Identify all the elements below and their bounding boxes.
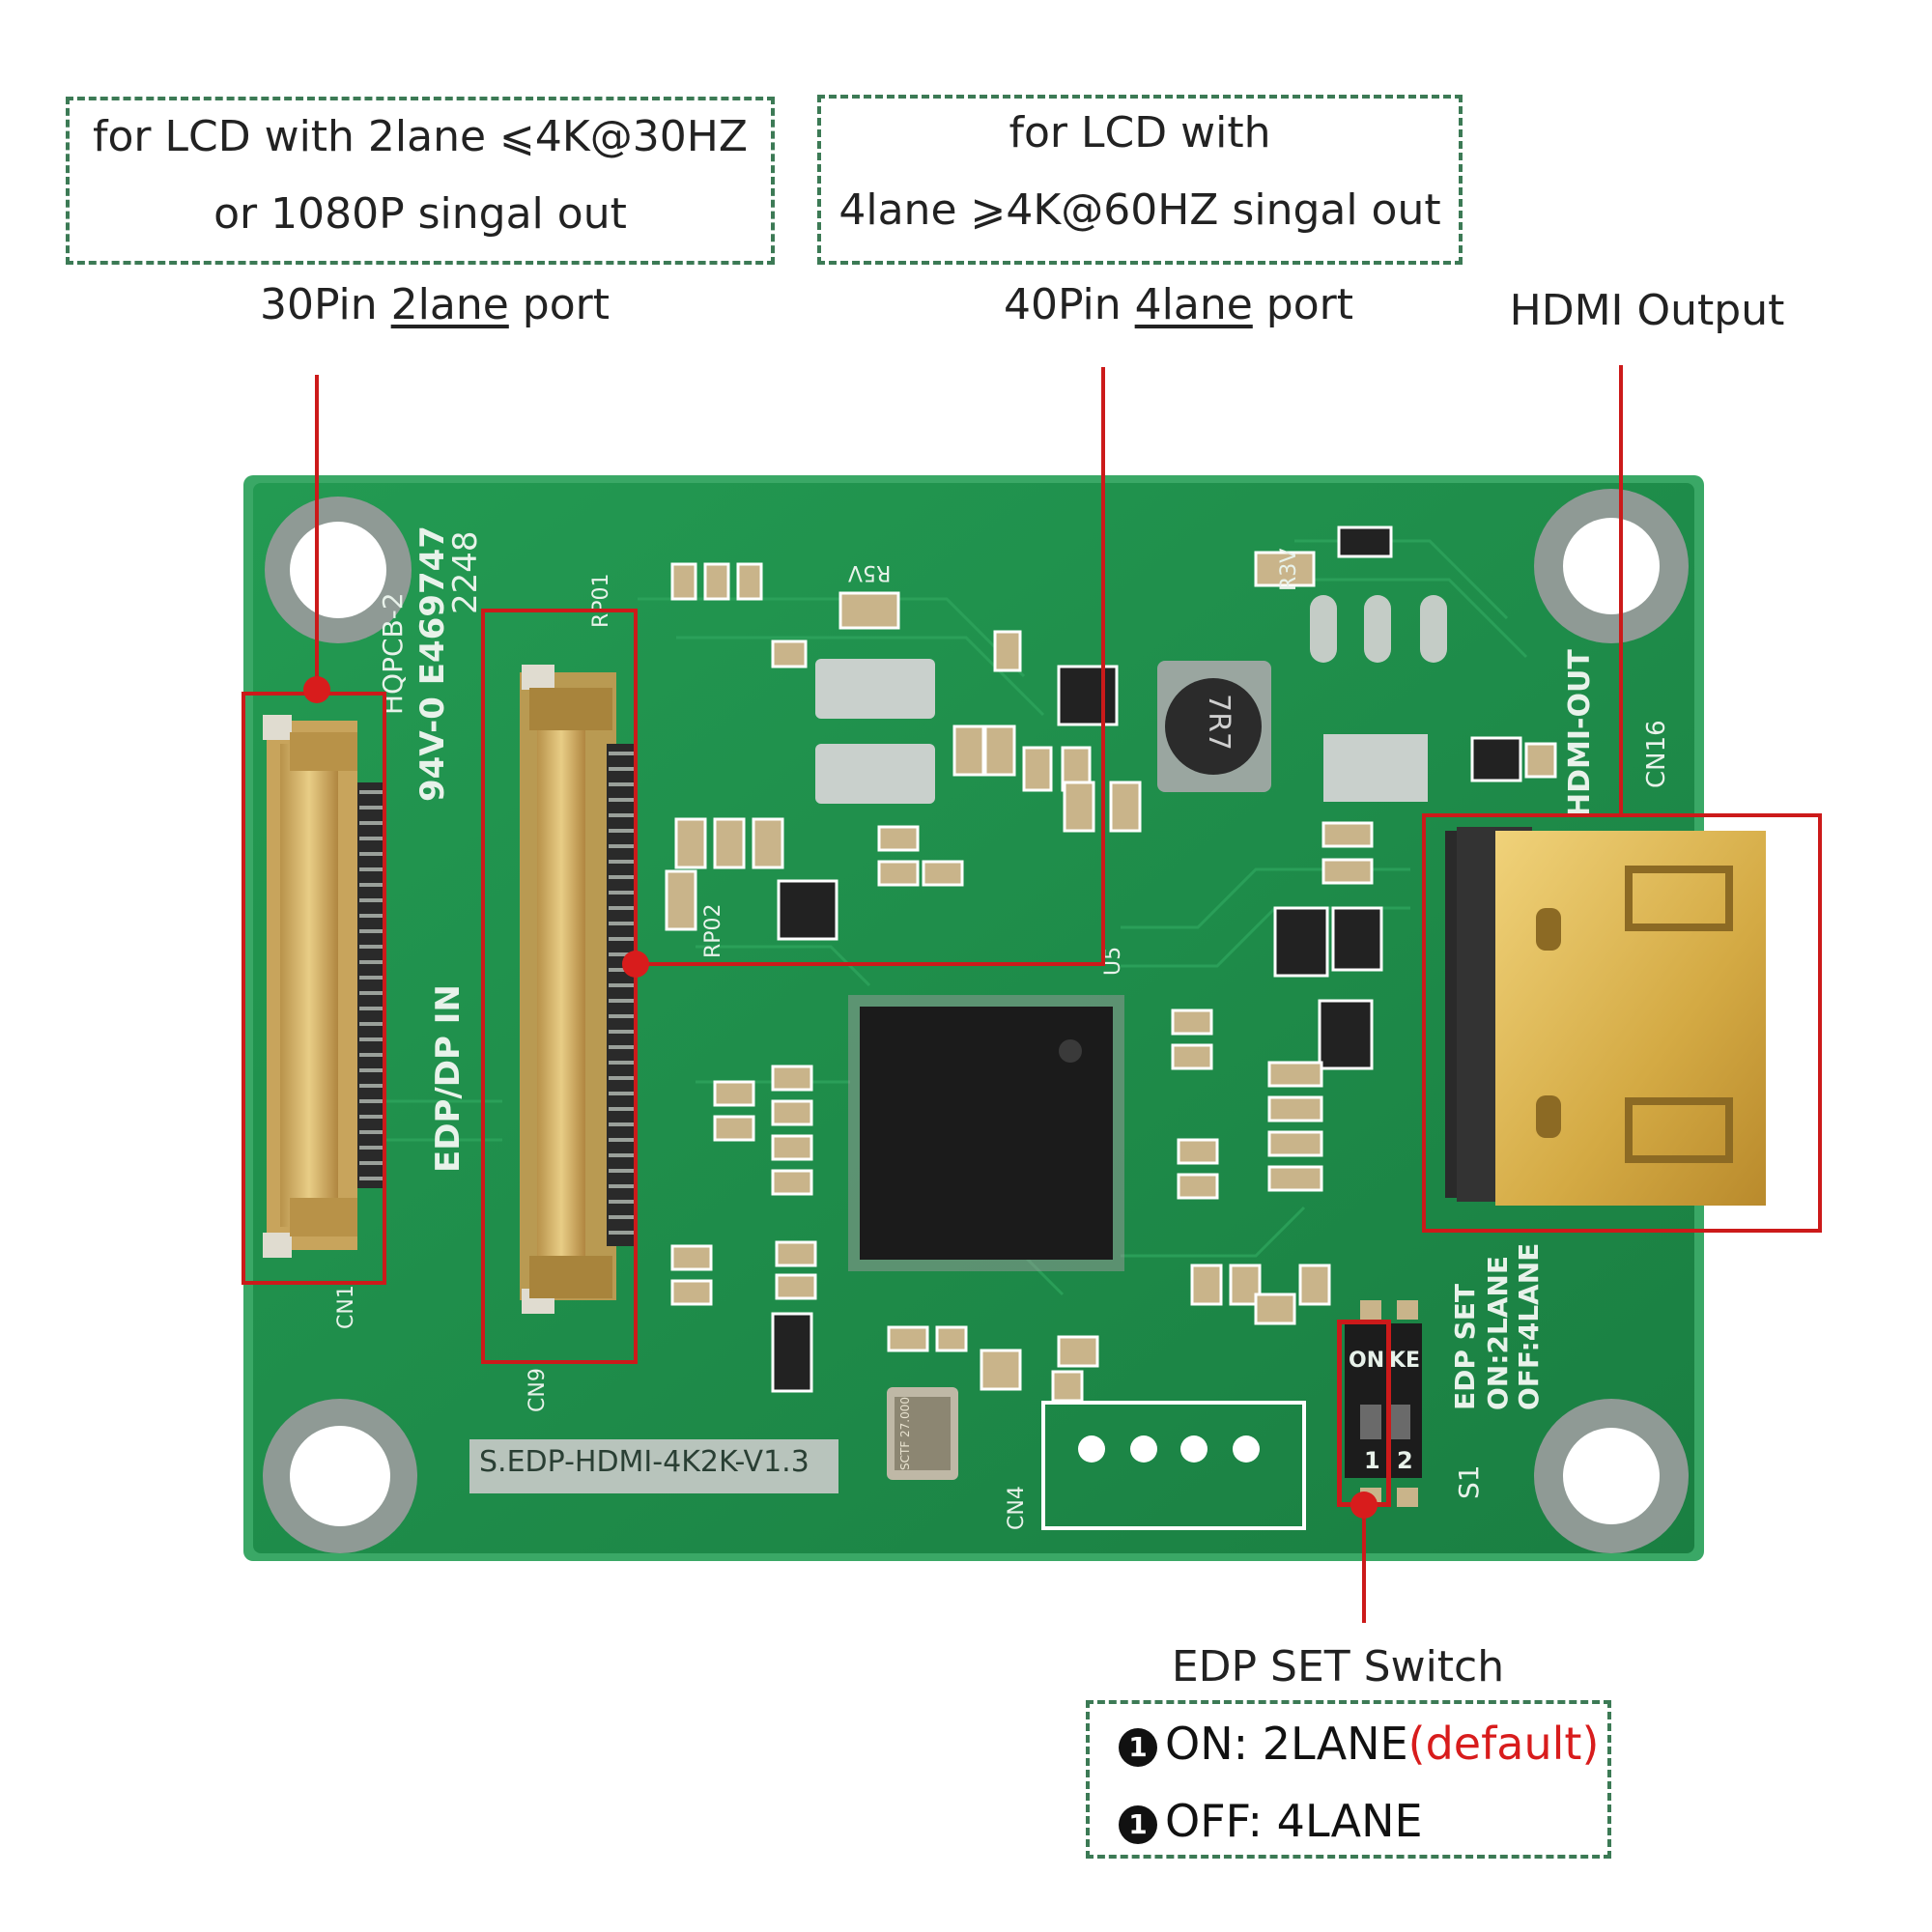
silk-model: S.EDP-HDMI-4K2K-V1.3 [479,1445,810,1479]
highlight-cn9 [481,609,638,1364]
silk-hdmi-out: HDMI-OUT [1563,649,1597,817]
hdmi-connector [1445,827,1766,1206]
silk-switch-ke: KE [1389,1349,1421,1373]
highlight-cn1 [242,692,386,1285]
oval-pads [1310,595,1447,663]
silk-r5v: R5V [848,560,892,584]
default-marker: (default) [1407,1718,1600,1770]
label-40pin-port: 40Pin 4lane port [1004,280,1353,329]
silk-switch-1: 1 [1364,1447,1380,1474]
silk-s1: S1 [1453,1464,1485,1499]
silk-edp-set-1: EDP SET [1449,1283,1481,1410]
dot-switch [1350,1492,1378,1519]
silk-edp-set-3: OFF:4LANE [1513,1242,1545,1410]
silk-edp-in: EDP/DP IN [429,984,468,1173]
silk-cn16: CN16 [1642,720,1671,788]
callout-4lane-line1: for LCD with [1009,108,1271,157]
dot-cn9 [622,951,649,978]
mounting-holes [263,489,1689,1553]
callout-box-2lane: for LCD with 2lane ⩽4K@30HZ or 1080P sin… [66,97,775,265]
smd-components [665,526,1557,1403]
silk-r3v: R3V [1277,548,1301,591]
silk-cn4: CN4 [1005,1486,1029,1530]
silk-date: 2248 [446,530,485,614]
silk-switch-on: ON [1349,1349,1385,1373]
highlight-hdmi [1422,813,1822,1233]
callout-2lane-line1: for LCD with 2lane ⩽4K@30HZ [93,112,748,161]
model-label-plate [469,1439,838,1493]
callout-4lane-line2: 4lane ⩾4K@60HZ singal out [838,185,1441,235]
callout-2lane-line2: or 1080P singal out [213,189,627,239]
silk-inductor: 7R7 [1202,693,1236,752]
main-chip [848,995,1124,1271]
power-pads [815,659,1428,804]
silk-rp02: RP02 [701,903,725,958]
label-hdmi-output: HDMI Output [1509,286,1785,335]
label-edp-set-switch: EDP SET Switch [1171,1642,1505,1691]
silk-cn9: CN9 [526,1368,550,1412]
leader-40pin-vertical [1101,367,1105,966]
leader-40pin-horizontal [638,962,1105,966]
silk-crystal: SCTF 27.000 [898,1396,912,1470]
connector-cn9 [520,665,636,1314]
inductor [1157,661,1271,792]
leader-30pin [315,375,319,692]
number-badge-icon: 1 [1119,1727,1157,1767]
highlight-switch [1337,1320,1391,1507]
silk-switch-2: 2 [1397,1447,1413,1474]
silk-cn1: CN1 [334,1285,358,1329]
callout-box-4lane: for LCD with 4lane ⩾4K@60HZ singal out [817,95,1463,265]
dot-cn1 [303,676,330,703]
number-badge-icon: 1 [1119,1804,1157,1844]
crystal [887,1387,958,1480]
leader-switch [1362,1507,1366,1623]
connector-cn4 [1041,1401,1306,1530]
silk-hqpcb: HQPCB-2 [377,592,409,715]
label-30pin-port: 30Pin 2lane port [260,280,610,329]
connector-cn1 [263,715,384,1258]
silk-edp-set-2: ON:2LANE [1482,1256,1514,1410]
leader-hdmi [1619,365,1623,813]
